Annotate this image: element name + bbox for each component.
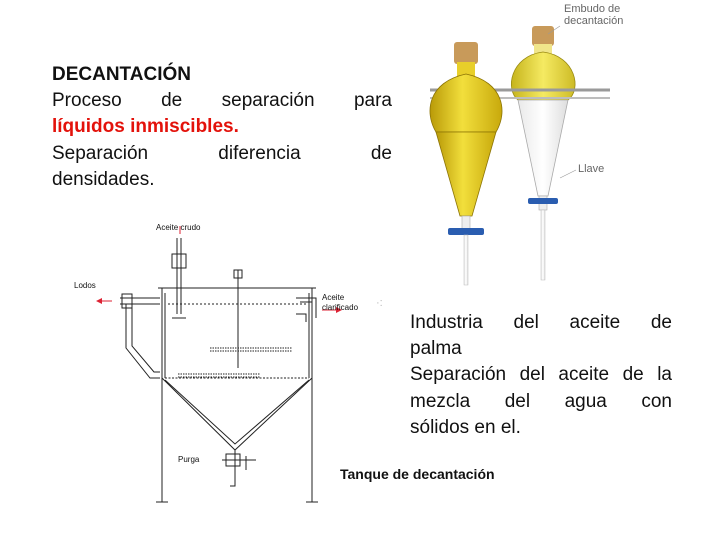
tap-label: Llave bbox=[578, 163, 604, 175]
right-funnel bbox=[511, 26, 575, 280]
separation-line-2: mezcla del agua con bbox=[410, 389, 672, 415]
crude-oil-label: Aceite crudo bbox=[156, 223, 201, 232]
definition-line-1: Proceso de separación para bbox=[52, 88, 392, 114]
separatory-funnel-illustration: Embudo de decantación Llave bbox=[410, 0, 640, 292]
right-text-block: Industria del aceite de palma Separación… bbox=[410, 310, 672, 441]
funnel-label-line2: decantación bbox=[564, 15, 623, 27]
separation-line-1: Separación del aceite de la bbox=[410, 362, 672, 388]
definition-line-4: densidades. bbox=[52, 167, 392, 193]
separation-line-3: sólidos en el. bbox=[410, 415, 672, 441]
decantation-tank-diagram: Aceite crudo Lodos Aceite clarificado Pu… bbox=[60, 218, 380, 518]
right-funnel-tap bbox=[528, 198, 558, 204]
slide-title: DECANTACIÓN bbox=[52, 62, 392, 88]
decorative-mark: ·: bbox=[376, 297, 383, 309]
industry-line-1: Industria del aceite de bbox=[410, 310, 672, 336]
sludge-label: Lodos bbox=[74, 281, 96, 290]
tank-caption: Tanque de decantación bbox=[340, 466, 495, 482]
clarified-oil-label-2: clarificado bbox=[322, 303, 359, 312]
funnel-label-line1: Embudo de bbox=[564, 3, 620, 15]
clarified-oil-label-1: Aceite bbox=[322, 293, 345, 302]
industry-line-2: palma bbox=[410, 336, 672, 362]
definition-line-3: Separación diferencia de bbox=[52, 141, 392, 167]
left-funnel-cork bbox=[454, 42, 478, 64]
definition-highlight: líquidos inmiscibles. bbox=[52, 116, 239, 137]
left-funnel-tap bbox=[448, 228, 484, 235]
left-funnel bbox=[430, 42, 502, 285]
purge-label: Purga bbox=[178, 455, 200, 464]
left-text-block: DECANTACIÓN Proceso de separación para l… bbox=[52, 62, 392, 193]
right-funnel-cork bbox=[532, 26, 554, 46]
